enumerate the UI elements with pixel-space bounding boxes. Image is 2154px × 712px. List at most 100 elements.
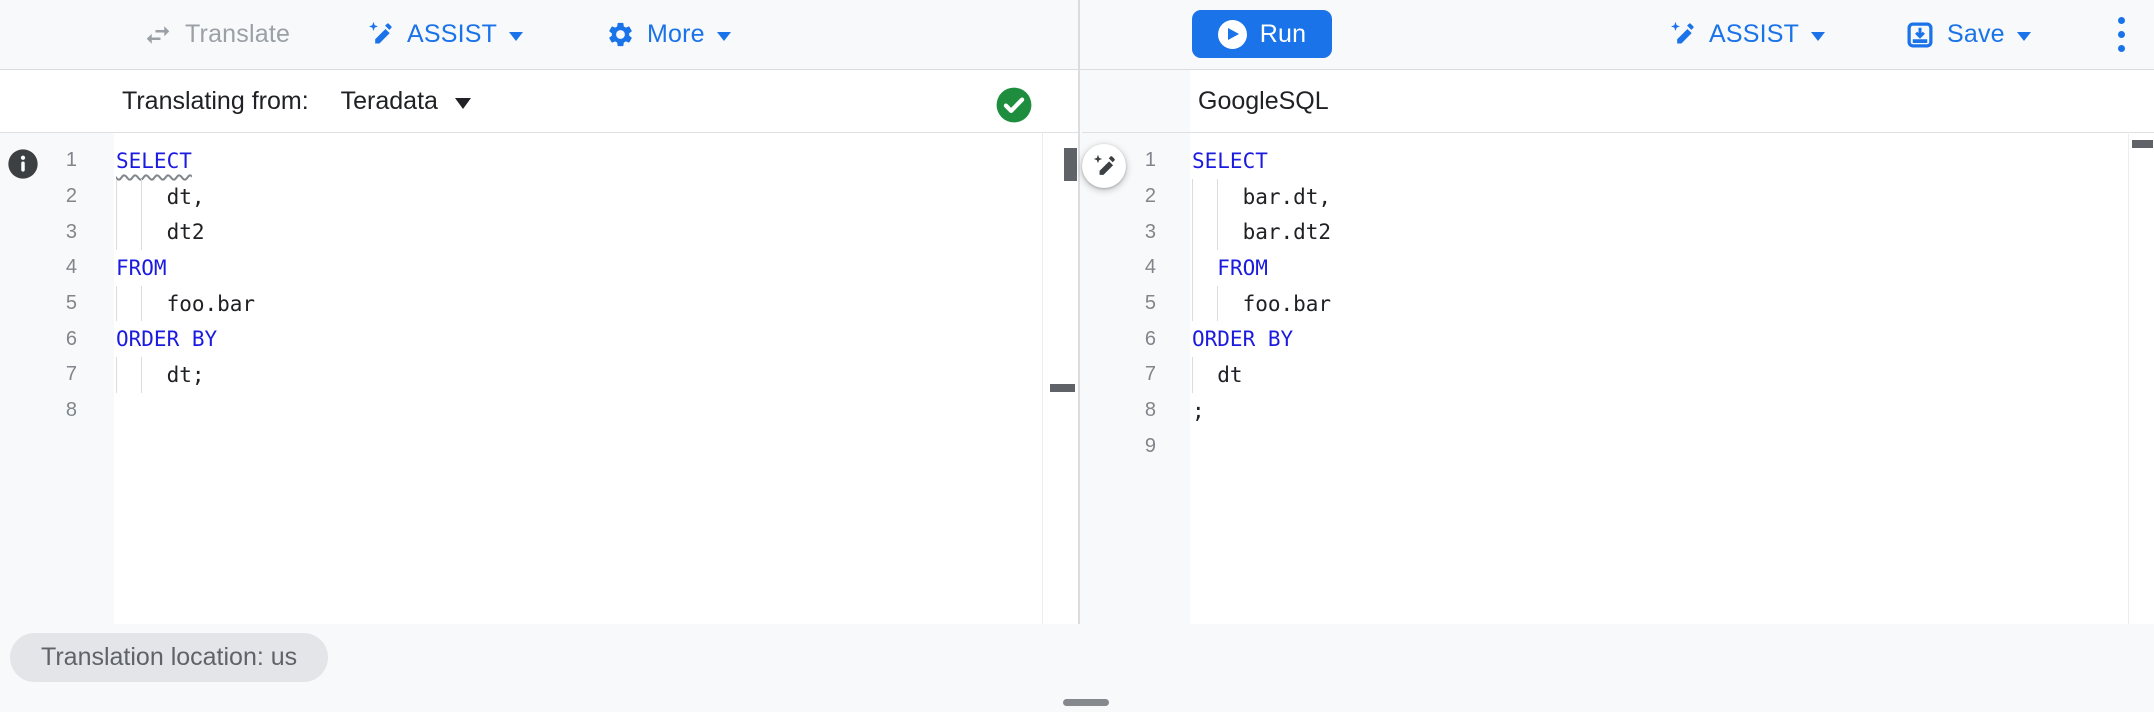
line-number: 2 xyxy=(65,185,77,208)
sql-text: foo.bar xyxy=(1192,291,1332,316)
indent-guide xyxy=(1217,178,1219,215)
translation-location-chip: Translation location: us xyxy=(10,633,329,682)
code-line[interactable]: 7 dt; xyxy=(0,357,1044,393)
code-text: SELECT xyxy=(114,143,192,179)
line-number: 6 xyxy=(65,327,77,350)
info-icon[interactable] xyxy=(7,148,39,180)
code-line[interactable]: 4 FROM xyxy=(0,250,1044,286)
source-pane-header: Translating from: Teradata xyxy=(0,70,1078,133)
swap-arrows-icon xyxy=(146,25,170,44)
code-line[interactable]: 2 bar.dt, xyxy=(1082,178,2128,215)
save-dropdown[interactable]: Save xyxy=(1905,0,2031,69)
indent-guide xyxy=(116,178,117,215)
assist-dropdown-right[interactable]: ASSIST xyxy=(1668,0,1826,69)
code-line[interactable]: 4 FROM xyxy=(1082,250,2128,286)
code-text: ; xyxy=(1190,393,1205,429)
code-text: dt, xyxy=(114,178,205,215)
code-line[interactable]: 5 foo.bar xyxy=(0,285,1044,322)
code-line[interactable]: 5 foo.bar xyxy=(1082,285,2128,322)
chevron-down-icon xyxy=(716,31,731,41)
chevron-down-icon xyxy=(509,31,524,41)
indent-guide xyxy=(116,214,117,251)
code-line[interactable]: 3 dt2 xyxy=(0,214,1044,251)
overflow-menu-button[interactable] xyxy=(2100,0,2142,69)
line-number: 7 xyxy=(65,363,77,386)
pane-divider[interactable] xyxy=(1078,0,1080,624)
indent-guide xyxy=(1217,285,1219,322)
indent-guide xyxy=(141,214,143,251)
save-dropdown-label: Save xyxy=(1947,20,2005,48)
magic-pencil-icon xyxy=(1671,21,1694,44)
source-vertical-scrollbar-thumb[interactable] xyxy=(1064,148,1077,181)
chevron-down-icon xyxy=(454,97,471,109)
line-number: 3 xyxy=(1144,220,1156,243)
inline-assist-button[interactable] xyxy=(1082,144,1126,188)
indent-guide xyxy=(1192,178,1193,215)
code-line[interactable]: 7 dt xyxy=(1082,357,2128,393)
more-dropdown[interactable]: More xyxy=(606,0,731,69)
line-number: 9 xyxy=(1144,434,1156,457)
code-text: FROM xyxy=(114,250,167,286)
sql-keyword: ORDER BY xyxy=(1192,327,1294,352)
translate-button[interactable]: Translate xyxy=(143,0,290,69)
source-dialect-value: Teradata xyxy=(340,86,438,115)
assist-dropdown-left[interactable]: ASSIST xyxy=(366,0,524,69)
indent-guide xyxy=(1217,214,1219,251)
code-line[interactable]: 9 xyxy=(1082,429,2128,465)
source-editor-gutter xyxy=(0,133,114,624)
line-number: 2 xyxy=(1144,185,1156,208)
target-scrollbar-track xyxy=(2128,134,2129,624)
target-editor-surface[interactable] xyxy=(1190,70,2154,624)
target-dialect-label: GoogleSQL xyxy=(1198,86,1329,115)
source-editor-surface[interactable] xyxy=(0,133,1078,624)
translation-location-text: Translation location: us xyxy=(41,643,298,671)
indent-guide xyxy=(1192,214,1193,251)
source-horizontal-scrollbar-thumb[interactable] xyxy=(1050,384,1075,392)
line-number: 8 xyxy=(65,399,77,422)
save-icon xyxy=(1907,21,1933,47)
code-line[interactable]: 2 dt, xyxy=(0,178,1044,215)
code-text: bar.dt2 xyxy=(1190,214,1332,251)
source-scrollbar-track xyxy=(1042,133,1043,624)
gear-icon xyxy=(609,22,632,47)
sql-text: ; xyxy=(1192,398,1205,423)
sql-text: bar.dt2 xyxy=(1192,220,1332,245)
indent-guide xyxy=(141,357,143,393)
sql-keyword: SELECT xyxy=(116,148,192,173)
run-button[interactable]: Run xyxy=(1192,10,1332,58)
source-dialect-dropdown[interactable]: Teradata xyxy=(341,87,471,116)
code-text xyxy=(1190,429,1192,465)
code-text: foo.bar xyxy=(114,285,256,322)
success-check-icon xyxy=(996,87,1032,123)
kebab-menu-icon xyxy=(2117,17,2125,52)
resize-drag-handle[interactable] xyxy=(1063,699,1109,706)
magic-pencil-icon xyxy=(1093,154,1115,175)
play-icon xyxy=(1217,19,1247,49)
code-line[interactable]: 1 SELECT xyxy=(0,143,1044,179)
indent-guide xyxy=(116,357,117,393)
line-number: 4 xyxy=(65,256,77,279)
line-number: 1 xyxy=(65,149,77,172)
code-line[interactable]: 8 xyxy=(0,393,1044,429)
code-line[interactable]: 3 bar.dt2 xyxy=(1082,214,2128,251)
sql-text: foo.bar xyxy=(116,291,256,316)
indent-guide xyxy=(141,285,143,322)
line-number: 3 xyxy=(65,220,77,243)
chevron-down-icon xyxy=(2016,31,2031,41)
chevron-down-icon xyxy=(1811,31,1826,41)
code-text: bar.dt, xyxy=(1190,178,1331,215)
code-text: FROM xyxy=(1190,250,1268,286)
sql-text: dt2 xyxy=(116,220,205,245)
indent-guide xyxy=(116,285,117,322)
sql-text: dt xyxy=(1192,362,1243,387)
code-line[interactable]: 8; xyxy=(1082,393,2128,429)
line-number: 7 xyxy=(1144,363,1156,386)
target-scrollbar-thumb[interactable] xyxy=(2132,140,2153,148)
code-text: dt; xyxy=(114,357,205,393)
